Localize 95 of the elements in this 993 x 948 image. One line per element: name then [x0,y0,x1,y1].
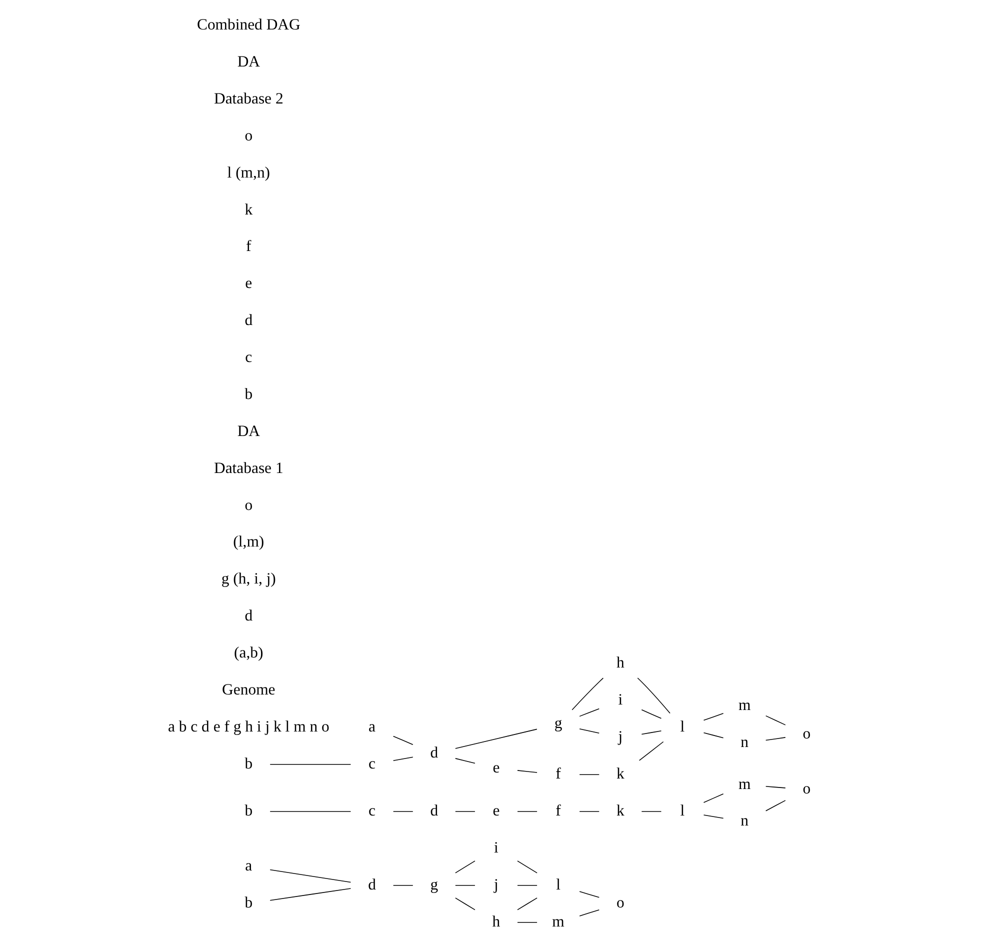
connector [454,860,475,874]
node-text: k [616,766,624,783]
node-text: d [368,876,376,894]
label: (l,m) [232,534,264,551]
connector [640,709,662,719]
connector [578,891,600,898]
connector [516,922,537,923]
node-text: m [552,913,564,930]
label: c [244,349,252,366]
node-text: m [738,697,750,714]
node-text: l [556,876,560,894]
connector [454,885,475,886]
label: DA [236,422,260,440]
connector [702,732,724,738]
label: d [244,312,252,330]
connector [392,756,413,762]
connector [764,737,786,741]
label: Genome [222,681,275,698]
node-text: b [244,802,252,820]
node-text: o [802,780,810,798]
label: DA [236,54,260,71]
connector [578,774,600,775]
connector [578,708,600,717]
node-text: m [738,776,750,793]
node-text: a [368,718,376,736]
connector [764,786,786,788]
label: k [244,201,252,218]
connector [516,860,537,874]
connector [454,758,475,764]
node-text: n [740,812,748,830]
node-text: l [680,718,684,736]
node-text: k [616,802,624,820]
label: Combined DAG [196,16,300,34]
node-text: h [492,913,500,930]
connector [392,811,413,812]
label: l (m,n) [226,164,270,182]
label: b [244,386,252,403]
node-text: g [554,715,562,732]
connector [269,869,351,883]
node-text: j [618,728,622,746]
connector [640,811,662,812]
node-text: a [244,857,252,874]
connector [516,770,537,773]
node-text: n [740,734,748,752]
connector [636,678,670,714]
connector [702,793,724,803]
node-text: f [555,802,560,820]
node-text: e [492,759,500,776]
connector [516,885,537,886]
label: Database 2 [213,90,283,108]
label: f [246,238,251,256]
connector [392,885,413,886]
node-text: b [244,755,252,772]
node-text: d [430,744,438,762]
connector [269,764,351,765]
node-text: i [618,692,622,709]
node-text: f [555,766,560,783]
label: o [244,496,252,514]
label: Database 1 [213,460,283,477]
connector [702,713,724,721]
connector [578,728,600,734]
connector [571,678,604,710]
connector [392,736,413,745]
connector [269,811,351,812]
node-text: j [494,876,498,894]
label: d [244,608,252,625]
node-text: g [430,876,438,894]
node-text: i [494,839,498,856]
label: a b c d e f g h i j k l m n o [167,718,329,736]
node-text: b [244,894,252,912]
connector [702,814,724,819]
label: e [244,275,252,292]
connector [578,811,600,812]
node-text: c [368,755,376,772]
node-text: c [368,802,376,820]
connector [764,800,786,812]
connector [454,728,537,749]
connector [640,730,662,735]
node-text: l [680,802,684,820]
node-text: o [802,725,810,742]
node-text: d [430,802,438,820]
label: o [244,127,252,144]
connector [269,888,351,901]
connector [578,909,600,916]
connector [764,715,786,726]
node-text: e [492,802,500,820]
node-text: h [616,654,624,672]
connector [454,898,475,910]
connector [454,811,475,812]
connector [516,898,537,910]
connector [516,811,537,812]
label: g (h, i, j) [220,570,276,588]
node-text: o [616,894,624,912]
label: (a,b) [234,644,263,662]
connector [638,741,664,761]
